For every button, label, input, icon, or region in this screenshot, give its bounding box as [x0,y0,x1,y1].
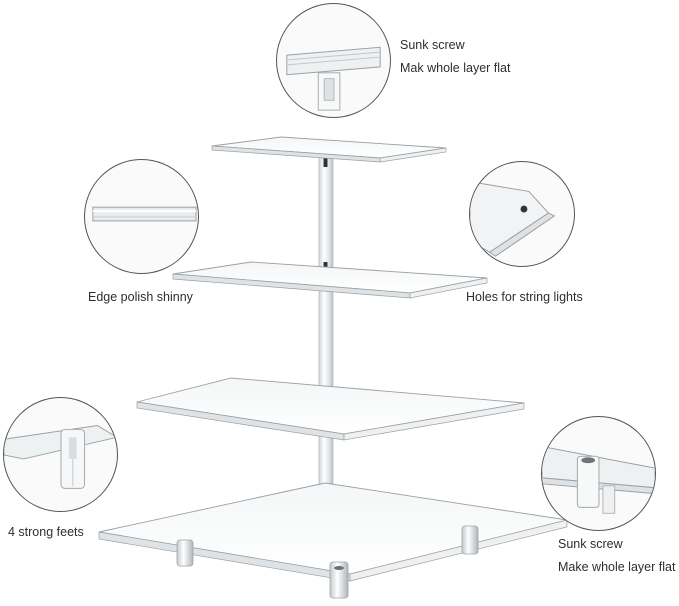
callout-strong-feet: 4 strong feets [8,525,84,539]
detail-circle-edge-polish [84,159,199,274]
callout-sunk-screw-top-line1: Sunk screw [400,38,465,52]
tier-4-plate [98,482,568,582]
callout-sunk-screw-top-line2: Mak whole layer flat [400,61,511,75]
tier-1-plate [211,136,447,163]
tier-2-plate [172,261,488,299]
string-light-hole-detail-image [470,181,556,257]
sunk-screw-detail-image [286,46,381,111]
callout-sunk-screw-bottom-line2: Make whole layer flat [558,560,676,574]
callout-sunk-screw-bottom-line1: Sunk screw [558,537,623,551]
detail-circle-string-light-holes [469,161,575,267]
callout-string-light-holes: Holes for string lights [466,290,583,304]
detail-circle-strong-feet [3,397,118,512]
strong-feet-detail-image [4,425,117,489]
detail-circle-sunk-screw-bottom [541,416,656,531]
center-rods [318,149,334,536]
sunk-screw-bottom-detail-image [542,445,655,514]
edge-polish-detail-image [92,206,197,222]
tier-3-plate [136,377,525,441]
callout-edge-polish: Edge polish shinny [88,290,193,304]
detail-circle-sunk-screw-top [276,3,391,118]
stand-feet [176,525,479,599]
